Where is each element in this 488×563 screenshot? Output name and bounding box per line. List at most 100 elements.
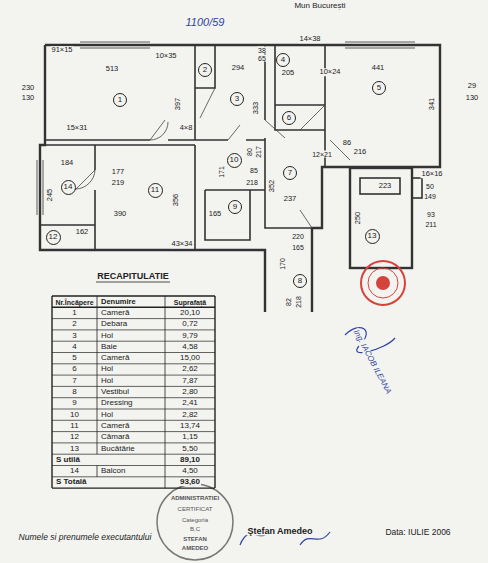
- callout-number: 8: [298, 277, 302, 285]
- stamp-emblem: [376, 276, 390, 290]
- dimension-label: 205: [281, 69, 296, 77]
- table-cell: 5: [71, 354, 77, 362]
- dimension-label: 12×21: [311, 151, 333, 158]
- table-line: [52, 307, 215, 308]
- footer-text: STEFAN: [182, 536, 208, 542]
- table-cell: 6: [71, 365, 77, 373]
- table-cell: 8: [71, 388, 77, 396]
- table-cell: 2,41: [181, 399, 199, 407]
- table-line: [97, 307, 98, 318]
- table-line: [52, 341, 215, 342]
- table-line: [52, 329, 215, 330]
- dimension-label: 14×38: [298, 35, 321, 43]
- table-line: [52, 454, 215, 455]
- table-cell: 7: [71, 377, 77, 385]
- table-line: [52, 386, 215, 387]
- table-line: [97, 319, 98, 330]
- callout-number: 2: [203, 66, 207, 74]
- footer-text: B,C: [189, 526, 201, 532]
- table-line: [52, 431, 215, 432]
- table-cell: Balcon: [100, 467, 126, 475]
- callout-number: 4: [281, 56, 285, 64]
- wall: [205, 190, 265, 240]
- table-cell: 2,80: [181, 388, 199, 396]
- callout-number: 6: [287, 114, 291, 122]
- dimension-label: 397: [174, 97, 182, 112]
- table-cell: Cămară: [100, 433, 130, 441]
- room-callout: 11: [148, 183, 163, 198]
- callout-number: 10: [230, 156, 239, 164]
- dimension-label: 441: [371, 64, 386, 72]
- dimension-label: 10×24: [318, 68, 341, 76]
- dimension-label: 50: [425, 183, 435, 190]
- table-cell: 2,62: [181, 365, 199, 373]
- signatures: [240, 328, 395, 545]
- table-line: [97, 296, 98, 307]
- dimension-label: Mun București: [293, 2, 346, 10]
- dimension-label: 211: [424, 221, 437, 228]
- table-line: [97, 341, 98, 352]
- table-cell: Cameră: [100, 354, 130, 362]
- table-cell: Hol: [100, 365, 114, 373]
- room-callout: 9: [228, 200, 242, 214]
- table-cell: 0,72: [181, 320, 199, 328]
- table-line: [97, 375, 98, 386]
- table-cell: 11: [69, 422, 79, 430]
- table-cell: Hol: [100, 411, 114, 419]
- table-cell: 15,00: [179, 354, 201, 362]
- dimension-label: 356: [172, 193, 180, 208]
- callout-number: 13: [368, 232, 377, 240]
- kitchen: [350, 168, 412, 268]
- footer-text: Categoria: [181, 517, 209, 523]
- red-stamp: [361, 261, 405, 305]
- inner-walls: [40, 45, 422, 268]
- footer-text: Data: IULIE 2006: [384, 528, 451, 537]
- dimension-label: 294: [231, 64, 246, 72]
- footer-text: CERTIFICAT: [177, 506, 214, 512]
- table-cell: 9,79: [181, 332, 199, 340]
- table-cell: 2,82: [181, 411, 199, 419]
- table-cell: 4,50: [181, 467, 199, 475]
- table-cell: 1: [71, 309, 77, 317]
- table-cell: 13,74: [179, 422, 201, 430]
- table-line: [52, 487, 215, 488]
- table-line: [52, 476, 215, 477]
- table-cell: 5,50: [181, 445, 199, 453]
- dimension-label: 250: [354, 211, 362, 226]
- table-cell: S Totală: [55, 478, 88, 486]
- footer-text: Ştefan Amedeo: [246, 527, 313, 536]
- callout-number: 5: [377, 84, 381, 92]
- table-cell: 7,87: [181, 377, 199, 385]
- dimension-label: 85: [249, 167, 259, 174]
- table-line: [97, 420, 98, 431]
- table-cell: Vestibul: [100, 388, 130, 396]
- dimension-label: 82: [285, 297, 292, 307]
- table-cell: S utilă: [55, 456, 81, 464]
- grey-stamp: [157, 484, 233, 560]
- table-line: [97, 432, 98, 443]
- table-cell: Bucătărie: [100, 445, 136, 453]
- dimension-label: 245: [46, 188, 54, 203]
- table-cell: 93,60: [179, 478, 201, 486]
- table-cell: Hol: [100, 332, 114, 340]
- dimension-label: 390: [113, 210, 128, 218]
- room-callout: 13: [365, 229, 380, 244]
- door-arc: [76, 122, 168, 189]
- dimension-label: 216: [353, 148, 368, 156]
- dimension-label: 93: [426, 211, 436, 218]
- dimension-label: 177: [111, 168, 126, 176]
- dimension-label: 80: [246, 147, 253, 157]
- dimension-label: 86: [342, 139, 352, 147]
- room-callout: 14: [61, 180, 76, 195]
- table-line: [52, 420, 215, 421]
- callout-number: 9: [233, 203, 237, 211]
- dimension-label: 352: [268, 179, 276, 194]
- wall: [275, 45, 325, 167]
- wall: [40, 145, 195, 250]
- dimension-label: 341: [428, 97, 436, 112]
- table-cell: 3: [71, 332, 77, 340]
- dimension-label: 218: [245, 179, 259, 186]
- stamp-ring: [368, 268, 398, 298]
- dimension-label: 220: [291, 233, 305, 240]
